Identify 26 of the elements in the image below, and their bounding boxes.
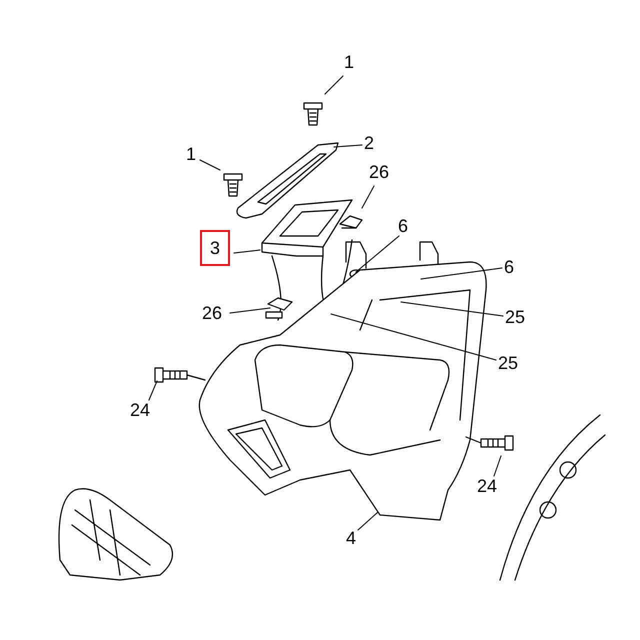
leader-line — [494, 456, 502, 476]
leader-line — [200, 160, 220, 170]
leader-line — [420, 268, 502, 280]
callout-number: 2 — [364, 133, 374, 153]
leader-line — [362, 186, 374, 208]
callout-number: 6 — [504, 257, 514, 277]
callout-number: 1 — [344, 52, 354, 72]
leader-line — [230, 308, 270, 314]
callout-number: 26 — [369, 162, 390, 182]
leader-line — [400, 302, 504, 316]
leader-line — [324, 76, 344, 94]
callout-number: 3 — [200, 230, 230, 266]
leader-line — [234, 250, 260, 254]
leader-line — [148, 380, 158, 400]
callout-number: 26 — [202, 303, 222, 323]
callout-number: 25 — [505, 307, 526, 327]
callout-number: 1 — [186, 144, 196, 164]
callout-number: 24 — [477, 476, 498, 496]
callout-number: 6 — [398, 216, 408, 236]
leader-line — [330, 314, 496, 360]
leader-line — [356, 236, 400, 272]
leader-line — [358, 512, 378, 530]
callout-number: 4 — [346, 528, 356, 548]
leader-line — [334, 144, 362, 148]
callout-number: 24 — [130, 400, 150, 420]
callout-number: 25 — [498, 353, 518, 373]
